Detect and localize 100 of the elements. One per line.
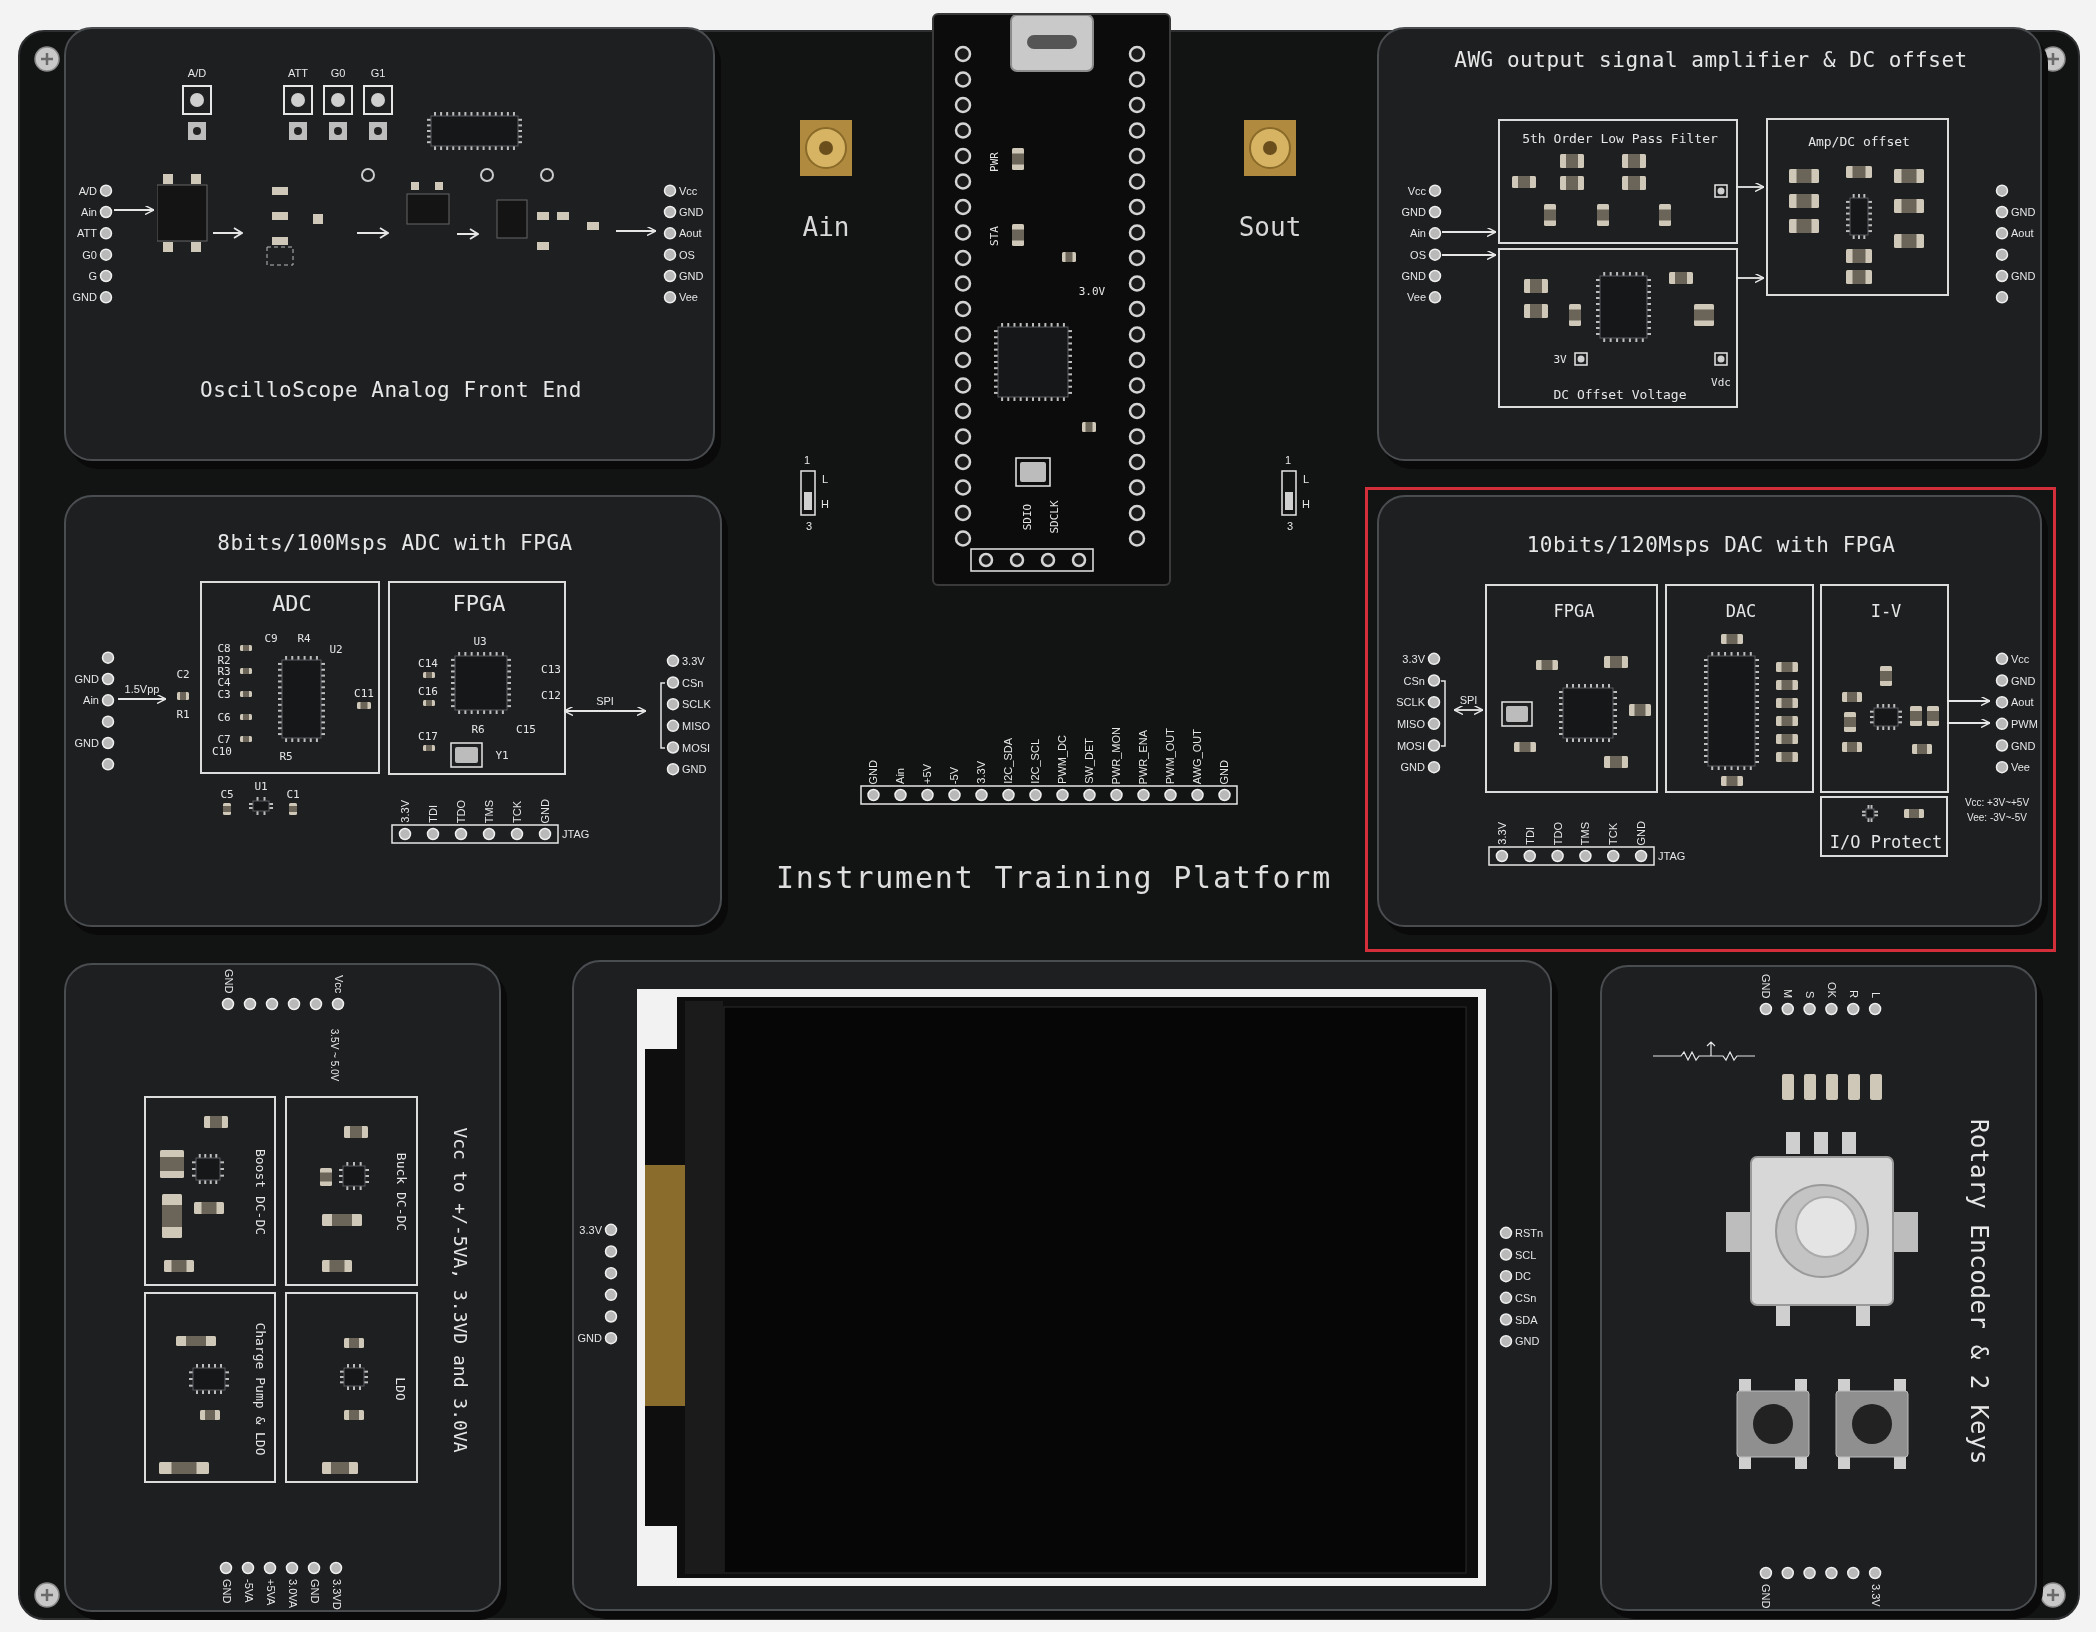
pin-label: GND (2011, 675, 2036, 686)
pin-label: G0 (82, 249, 97, 261)
pin-label: A/D (78, 185, 97, 197)
silkscreen-block-outline (388, 581, 566, 775)
pin-label: TDO (1552, 821, 1564, 845)
pin-label: R (1847, 990, 1859, 998)
pin-label: Vcc (332, 974, 344, 993)
silkscreen-block-outline (1820, 796, 1948, 857)
pin-label: TCK (511, 801, 523, 823)
block-label: Buck DC-DC (394, 1152, 408, 1232)
block-label: DC Offset Voltage (1553, 387, 1687, 401)
edge-label: 1.5Vpp (122, 683, 162, 695)
pin-label: GND (539, 798, 551, 823)
pin-label: Vcc (679, 185, 698, 197)
silkscreen-label: SDCLK (1048, 500, 1060, 534)
pin-label: Ain (83, 694, 99, 706)
pin-label: SCLK (1396, 696, 1425, 708)
microcontroller-board (932, 13, 1171, 586)
arrow (1441, 226, 1497, 238)
component-reference: C15 (516, 723, 536, 735)
component-reference: C8 (217, 642, 231, 654)
pin-label: PWR_MON (1110, 726, 1122, 784)
pin-label: H (821, 498, 829, 510)
component-reference: C5 (220, 788, 234, 800)
test-point-label: Vdc (1711, 376, 1731, 388)
arrow (1946, 695, 1991, 707)
pin-label: 3.3V (579, 1224, 602, 1236)
component-reference: R4 (297, 632, 311, 644)
header-label: JTAG (562, 828, 590, 840)
pin-label: G0 (330, 68, 346, 79)
pin-label: S (1804, 990, 1816, 998)
component-reference: R3 (217, 665, 231, 677)
pin-label: A/D (187, 68, 207, 79)
pin-label: GND (1401, 206, 1426, 218)
pin-label: TDI (427, 805, 439, 823)
silkscreen-block-outline (144, 1096, 276, 1286)
pin-label: I2C_SDA (1002, 738, 1014, 784)
pin-label: CSn (1515, 1292, 1537, 1304)
component-reference: C2 (176, 668, 190, 680)
pin-label: 3.3V (1402, 653, 1425, 665)
pin-label: H (1302, 498, 1310, 510)
component-reference: C4 (217, 676, 231, 688)
arrow (1441, 249, 1497, 261)
component-reference: U3 (473, 635, 487, 647)
component-reference: C13 (541, 663, 561, 675)
arrow (615, 225, 657, 237)
component-reference: C12 (541, 689, 561, 701)
module-title: OscilloScope Analog Front End (200, 379, 582, 401)
pin-label: G (88, 270, 97, 282)
pin-label: +5VA (264, 1579, 276, 1606)
block-label: FPGA (452, 593, 506, 615)
silkscreen-block-outline (1766, 118, 1949, 296)
pin-label: MOSI (682, 742, 711, 753)
test-point-label: 3V (1553, 353, 1567, 365)
edge-label: SPI (594, 695, 616, 707)
block-label: ADC (272, 593, 312, 615)
pin-label: GND (2011, 740, 2036, 751)
board-title: Instrument Training Platform (775, 863, 1333, 893)
pin-label: I2C_SCL (1029, 739, 1041, 784)
pin-label: PWM_DC (1056, 735, 1068, 784)
component-reference: R6 (471, 723, 485, 735)
pin-label: TCK (1607, 823, 1619, 845)
pin-label: 3 (1286, 520, 1294, 532)
block-label: I-V (1870, 602, 1902, 620)
pin-label: GND (72, 291, 97, 303)
pin-label: OK (1825, 982, 1837, 998)
module-title: Vcc to +/-5VA, 3.3VD and 3.0VA (451, 1127, 469, 1453)
pin-label: L (1869, 991, 1881, 998)
pin-label: PWM_OUT (1164, 727, 1176, 784)
pin-label: GND (867, 759, 879, 784)
pin-label: RSTn (1515, 1227, 1544, 1239)
pin-label: OS (679, 249, 695, 261)
pin-label: GND (1400, 761, 1425, 773)
note-label: 3.5V ~ 5.0V (329, 1028, 339, 1082)
pin-label: GND (577, 1332, 602, 1344)
component-reference: C9 (264, 632, 278, 644)
silkscreen-block-outline (1485, 584, 1658, 793)
pin-label: 1 (803, 454, 811, 466)
note-label: Vcc: +3V~+5V (1964, 798, 2030, 808)
arrow (563, 705, 647, 717)
component-reference: R2 (217, 654, 231, 666)
component-reference: C3 (217, 688, 231, 700)
pin-label: TDO (455, 799, 467, 823)
pin-label: SCLK (682, 698, 711, 710)
pin-label: 3.3V (1496, 822, 1508, 845)
component-reference: U2 (329, 643, 343, 655)
pin-label: Aout (679, 227, 702, 239)
pin-label: GND (220, 1579, 232, 1604)
pin-label: 3.3V (975, 761, 987, 784)
pin-label: 3.3V (1869, 1584, 1881, 1607)
block-label: LDO (393, 1377, 407, 1401)
edge-label: SPI (1457, 694, 1480, 706)
module-title: 8bits/100Msps ADC with FPGA (217, 532, 573, 554)
pin-label: OS (1410, 249, 1426, 261)
pin-label: Aout (2011, 696, 2034, 708)
pin-label: MOSI (1396, 740, 1425, 751)
component-reference: C11 (354, 687, 374, 699)
silkscreen-block-outline (285, 1292, 418, 1483)
pin-label: -5VA (242, 1579, 254, 1603)
pin-label: DC (1515, 1270, 1531, 1282)
